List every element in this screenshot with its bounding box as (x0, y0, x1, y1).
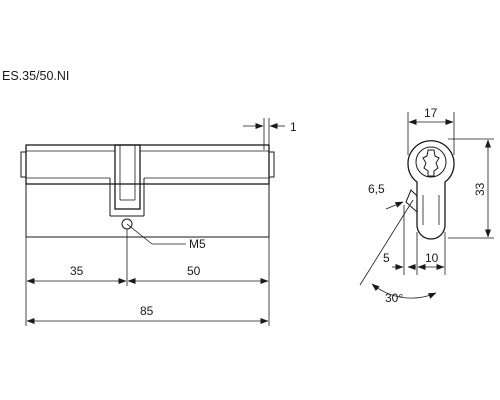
angle-arc (371, 283, 437, 299)
front-view: M5 35 50 85 1 (20, 118, 297, 326)
plug-circle (415, 146, 447, 178)
dim-label-10: 10 (425, 251, 439, 265)
cylinder-profile (407, 140, 455, 240)
left-end-cap (20, 151, 27, 178)
dim-label-85: 85 (140, 304, 154, 318)
dim-label-6-5: 6,5 (368, 182, 385, 196)
cam (405, 189, 418, 213)
angle-leg (359, 199, 414, 286)
cam-slot (109, 144, 145, 217)
dim-label-50: 50 (187, 264, 201, 278)
keyway-icon (422, 149, 440, 177)
screw-label: M5 (189, 237, 206, 251)
product-code: ES.35/50.NI (2, 69, 69, 83)
dim-label-35: 35 (70, 264, 84, 278)
dim-label-1: 1 (290, 120, 297, 134)
dim-label-30deg: 30° (385, 291, 403, 305)
side-view: 17 33 6,5 5 10 30° (359, 106, 494, 305)
right-end-cap (268, 151, 275, 178)
dim-label-33: 33 (473, 182, 487, 196)
dim-label-5: 5 (383, 251, 390, 265)
dim-label-17: 17 (424, 106, 438, 120)
